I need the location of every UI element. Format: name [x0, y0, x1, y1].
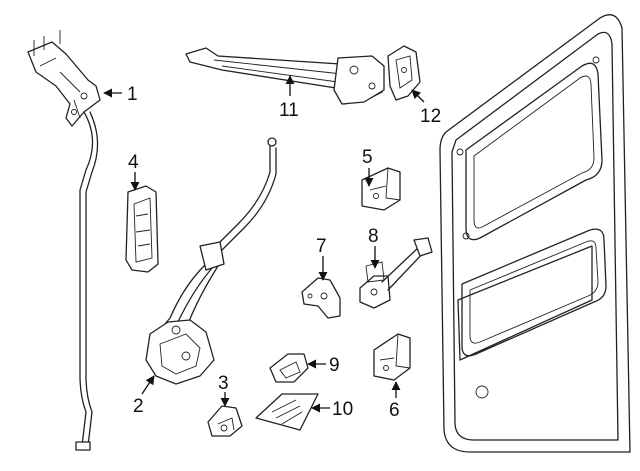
part-11-check-rod: [185, 47, 385, 105]
callout-9-label: 9: [329, 355, 340, 376]
callout-12-label: 12: [420, 106, 441, 127]
part-7-bracket: [301, 277, 341, 319]
callout-7: 7: [316, 236, 328, 281]
part-10-label-plate: [255, 393, 319, 431]
callout-10: 10: [311, 399, 353, 420]
part-12-latch-bracket: [387, 45, 421, 101]
part-6-bracket: [373, 333, 411, 381]
callout-6: 6: [389, 381, 401, 421]
part-1-bracket-rod: [27, 30, 101, 451]
callout-7-label: 7: [316, 236, 327, 257]
callout-9: 9: [307, 355, 340, 376]
callout-2-label: 2: [133, 396, 144, 417]
callout-4-label: 4: [128, 152, 139, 173]
callout-11-label: 11: [279, 100, 299, 121]
part-3-striker: [207, 405, 243, 437]
callout-4: 4: [128, 152, 140, 191]
part-4-handle: [125, 185, 159, 273]
callout-6-label: 6: [389, 400, 400, 421]
part-8-door-check: [359, 237, 433, 309]
part-5-bracket: [361, 167, 401, 211]
callout-5-label: 5: [362, 147, 373, 168]
callout-8-label: 8: [368, 226, 379, 247]
part-9-plate: [269, 353, 309, 383]
callout-3: 3: [218, 373, 230, 407]
callout-10-label: 10: [332, 399, 353, 420]
callout-8: 8: [368, 226, 380, 269]
part-2-lock-actuator: [145, 137, 277, 385]
callout-1-label: 1: [127, 84, 138, 105]
rear-door-panel: [439, 14, 631, 453]
callout-3-label: 3: [218, 373, 229, 394]
callout-11: 11: [279, 75, 299, 121]
callout-1: 1: [103, 84, 138, 105]
callout-2: 2: [133, 375, 155, 417]
callout-5: 5: [362, 147, 374, 187]
callout-12: 12: [411, 89, 441, 127]
